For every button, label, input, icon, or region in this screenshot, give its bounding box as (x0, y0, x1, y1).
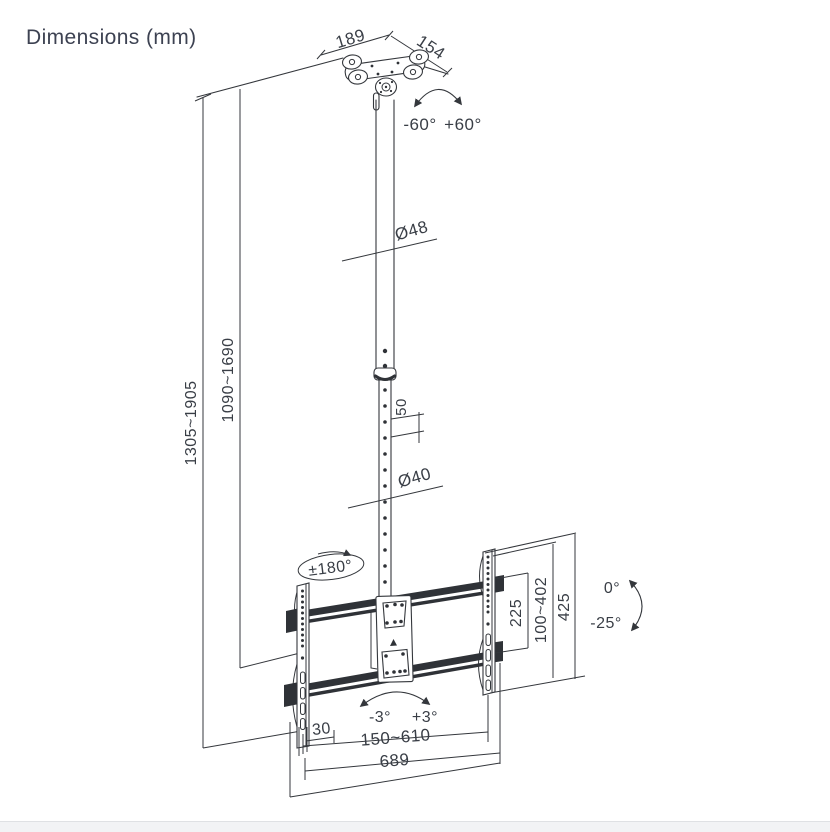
label-swivel-right: +60° (444, 115, 482, 134)
label-ceiling-plate-width: 189 (333, 25, 367, 52)
tilt-range-arc (628, 579, 643, 632)
label-vesa-width-range: 150~610 (360, 725, 431, 749)
pole-adjustment-holes (383, 388, 387, 584)
diameter-leaders (341, 238, 444, 509)
label-lower-pole-diameter: Ø40 (396, 464, 434, 492)
bottom-dimension-lines (289, 663, 501, 798)
right-vesa-rail (482, 548, 496, 696)
label-overall-height-range: 1305~1905 (183, 380, 200, 465)
tv-bracket (284, 548, 504, 749)
label-level-left: -3° (369, 709, 391, 726)
label-crossbar-width: 689 (379, 750, 410, 772)
left-vesa-rail (296, 582, 310, 749)
swivel-range-arc (414, 89, 463, 108)
label-bracket-depth: 30 (311, 720, 331, 739)
label-bracket-total-height: 425 (556, 593, 573, 621)
bottom-edge (0, 821, 830, 832)
label-level-right: +3° (412, 709, 438, 726)
level-range-arc (359, 691, 431, 708)
label-pole-height-range: 1090~1690 (220, 337, 237, 422)
ceiling-plate (341, 49, 430, 85)
rotation-range-ellipse (297, 549, 365, 581)
ceiling-plane (196, 30, 453, 98)
right-dimension-lines (484, 532, 586, 694)
label-tilt-max: 0° (604, 580, 620, 597)
telescopic-pole (373, 99, 397, 598)
height-dimension-lines (194, 89, 309, 749)
hole-pitch-dimension (390, 412, 425, 443)
label-rotation-range: ±180° (307, 557, 353, 579)
label-hole-spacing: 50 (393, 398, 410, 416)
label-vesa-height-range: 100~402 (533, 577, 550, 643)
pole-connection-plate (370, 595, 414, 683)
page-title: Dimensions (mm) (26, 26, 197, 49)
label-upper-pole-diameter: Ø48 (393, 217, 431, 245)
label-vesa-height: 225 (508, 599, 525, 627)
label-tilt-min: -25° (590, 615, 622, 632)
label-swivel-left: -60° (403, 115, 436, 134)
swivel-joint (372, 77, 398, 111)
